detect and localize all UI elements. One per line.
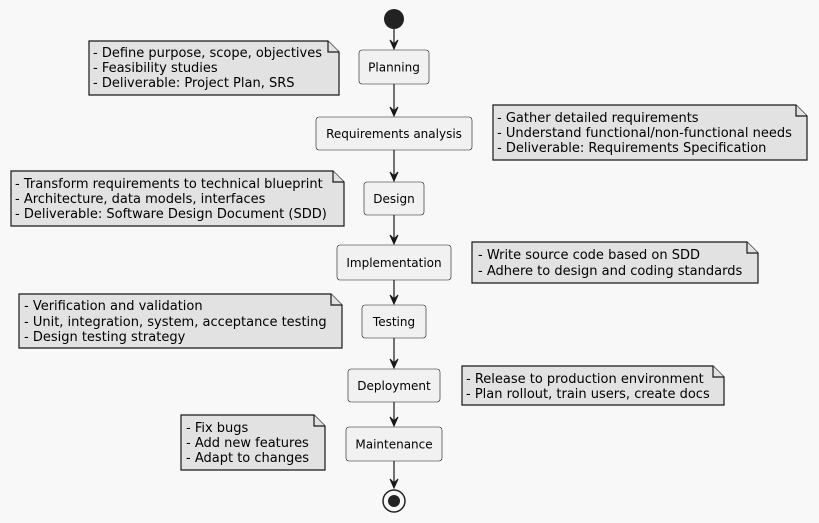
activity-box <box>361 304 427 339</box>
note-line: - Feasibility studies <box>93 61 218 76</box>
note-box <box>492 104 808 161</box>
activity-label: Testing <box>372 315 415 329</box>
note-deployment: - Release to production environment - Pl… <box>461 365 725 406</box>
note-box <box>180 414 326 471</box>
note-line: - Deliverable: Software Design Document … <box>15 207 327 222</box>
note-design: - Transform requirements to technical bl… <box>10 170 345 227</box>
note-line: - Architecture, data models, interfaces <box>15 192 266 207</box>
note-fold <box>332 171 344 183</box>
note-fold <box>746 242 758 254</box>
start-node <box>384 9 404 29</box>
activity-label: Implementation <box>346 256 441 270</box>
note-line: - Deliverable: Project Plan, SRS <box>93 76 295 91</box>
note-line: - Gather detailed requirements <box>497 111 699 126</box>
activity-label: Maintenance <box>355 438 432 452</box>
note-line: - Verification and validation <box>24 299 203 314</box>
activity-label: Requirements analysis <box>326 127 462 141</box>
arrowhead <box>389 106 399 118</box>
activity-requirements: Requirements analysis <box>315 116 473 151</box>
note-fold <box>313 415 325 427</box>
flow-edges <box>389 29 399 490</box>
arrowhead <box>389 358 399 370</box>
arrowhead <box>389 39 399 51</box>
activity-design: Design <box>363 181 425 216</box>
note-planning: - Define purpose, scope, objectives - Fe… <box>88 40 340 96</box>
note-fold <box>795 105 807 117</box>
note-maintenance: - Fix bugs - Add new features - Adapt to… <box>180 414 326 471</box>
note-box <box>471 241 759 284</box>
note-line: - Unit, integration, system, acceptance … <box>24 315 327 330</box>
arrowhead <box>389 478 399 490</box>
note-line: - Add new features <box>186 436 309 451</box>
note-line: - Write source code based on SDD <box>478 248 700 263</box>
note-fold <box>327 41 339 53</box>
activity-box <box>363 181 425 216</box>
activity-label: Design <box>373 192 414 206</box>
arrowhead <box>389 416 399 428</box>
activity-label: Planning <box>368 61 420 75</box>
note-line: - Adapt to changes <box>186 451 309 466</box>
activity-implementation: Implementation <box>336 244 452 281</box>
note-line: - Deliverable: Requirements Specificatio… <box>497 141 766 156</box>
note-testing: - Verification and validation - Unit, in… <box>18 293 343 349</box>
activity-maintenance: Maintenance <box>345 426 443 462</box>
note-line: - Define purpose, scope, objectives <box>93 46 322 61</box>
activity-box <box>358 49 430 85</box>
activity-planning: Planning <box>358 49 430 85</box>
activity-label: Deployment <box>357 379 431 393</box>
note-line: - Understand functional/non-functional n… <box>497 126 792 141</box>
arrowhead <box>389 171 399 183</box>
note-box <box>88 40 340 96</box>
activity-box <box>347 368 441 403</box>
note-line: - Plan rollout, train users, create docs <box>466 387 710 402</box>
note-implementation: - Write source code based on SDD - Adher… <box>471 241 759 284</box>
activity-box <box>345 426 443 462</box>
note-box <box>18 293 343 349</box>
note-line: - Design testing strategy <box>24 330 186 345</box>
note-requirements: - Gather detailed requirements - Underst… <box>492 104 808 161</box>
note-fold <box>712 366 724 378</box>
note-box <box>10 170 345 227</box>
note-fold <box>330 294 342 306</box>
arrowhead <box>389 234 399 246</box>
note-line: - Release to production environment <box>466 372 704 387</box>
activity-box <box>315 116 473 151</box>
activity-testing: Testing <box>361 304 427 339</box>
note-line: - Fix bugs <box>186 421 249 436</box>
activity-box <box>336 244 452 281</box>
note-line: - Adhere to design and coding standards <box>478 264 742 279</box>
arrowhead <box>389 294 399 306</box>
note-line: - Transform requirements to technical bl… <box>15 177 323 192</box>
activity-deployment: Deployment <box>347 368 441 403</box>
end-node <box>382 489 406 513</box>
note-box <box>461 365 725 406</box>
